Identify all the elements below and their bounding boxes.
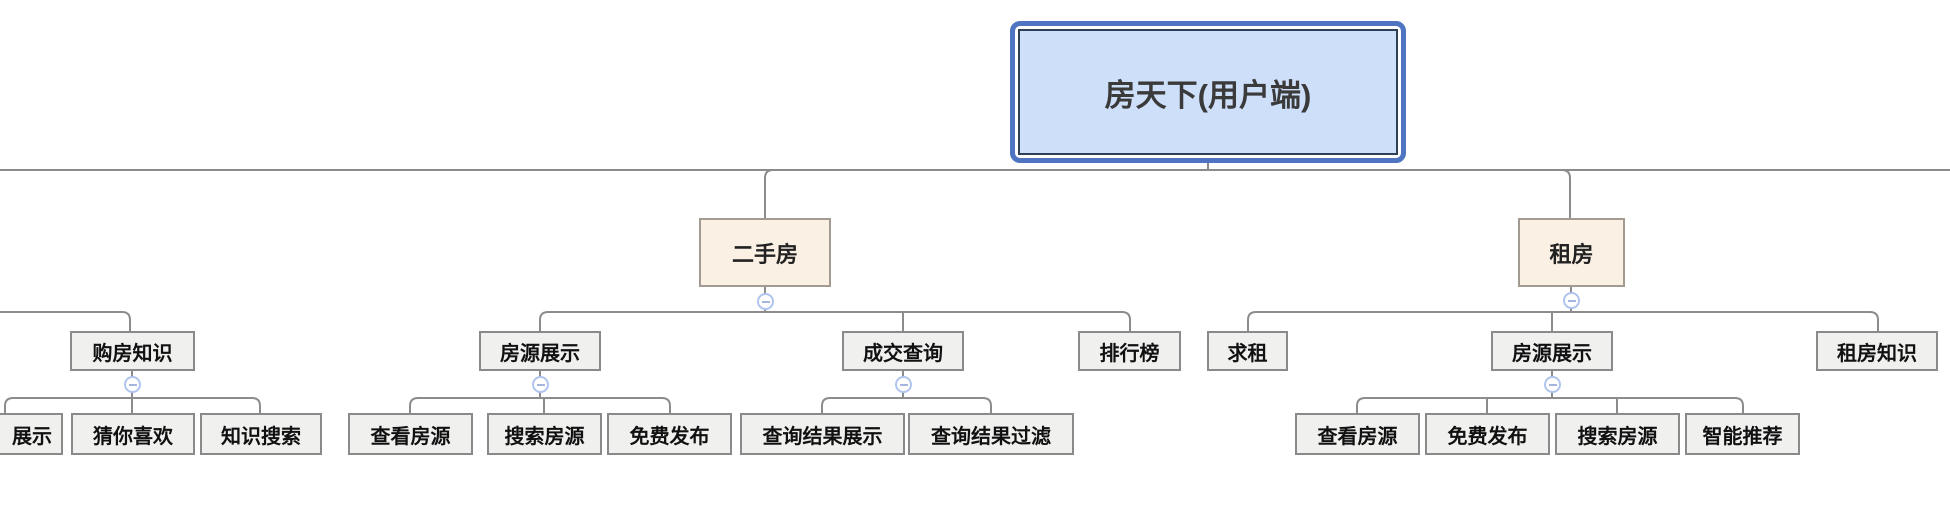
node-listing-display-secondhand[interactable]: 房源展示 xyxy=(479,331,601,371)
node-seek-rent[interactable]: 求租 xyxy=(1207,331,1288,371)
node-query-result-filter[interactable]: 查询结果过滤 xyxy=(908,413,1074,455)
root-node[interactable]: 房天下(用户端) xyxy=(1010,21,1406,163)
node-free-publish-rent[interactable]: 免费发布 xyxy=(1425,413,1550,455)
minus-glyph xyxy=(1567,299,1576,302)
collapse-minus-icon-listing-display-secondhand[interactable] xyxy=(532,376,549,393)
node-listing-display-rent[interactable]: 房源展示 xyxy=(1491,331,1613,371)
node-secondhand-house[interactable]: 二手房 xyxy=(699,218,831,287)
node-view-listings-rent[interactable]: 查看房源 xyxy=(1295,413,1420,455)
node-search-listings-rent[interactable]: 搜索房源 xyxy=(1555,413,1680,455)
node-ranking[interactable]: 排行榜 xyxy=(1078,331,1181,371)
node-deal-query[interactable]: 成交查询 xyxy=(842,331,964,371)
minus-glyph xyxy=(899,383,908,386)
minus-glyph xyxy=(536,383,545,386)
root-node-label: 房天下(用户端) xyxy=(1018,29,1398,155)
node-view-listings-secondhand[interactable]: 查看房源 xyxy=(348,413,473,455)
minus-glyph xyxy=(761,300,770,303)
node-buy-knowledge[interactable]: 购房知识 xyxy=(70,331,195,371)
node-rent-house[interactable]: 租房 xyxy=(1518,218,1625,287)
node-guess-you-like[interactable]: 猜你喜欢 xyxy=(71,413,195,455)
minus-glyph xyxy=(128,383,137,386)
collapse-minus-icon-buy-knowledge[interactable] xyxy=(124,376,141,393)
node-knowledge-search[interactable]: 知识搜索 xyxy=(200,413,322,455)
collapse-minus-icon-deal-query[interactable] xyxy=(895,376,912,393)
collapse-minus-icon-secondhand[interactable] xyxy=(757,293,774,310)
node-display-clipped[interactable]: 展示 xyxy=(0,413,63,455)
minus-glyph xyxy=(1548,383,1557,386)
node-smart-recommend[interactable]: 智能推荐 xyxy=(1685,413,1800,455)
node-search-listings-secondhand[interactable]: 搜索房源 xyxy=(487,413,602,455)
node-free-publish-secondhand[interactable]: 免费发布 xyxy=(607,413,732,455)
node-query-result-display[interactable]: 查询结果展示 xyxy=(740,413,905,455)
collapse-minus-icon-rent[interactable] xyxy=(1563,292,1580,309)
node-rent-knowledge[interactable]: 租房知识 xyxy=(1816,331,1938,371)
collapse-minus-icon-listing-display-rent[interactable] xyxy=(1544,376,1561,393)
